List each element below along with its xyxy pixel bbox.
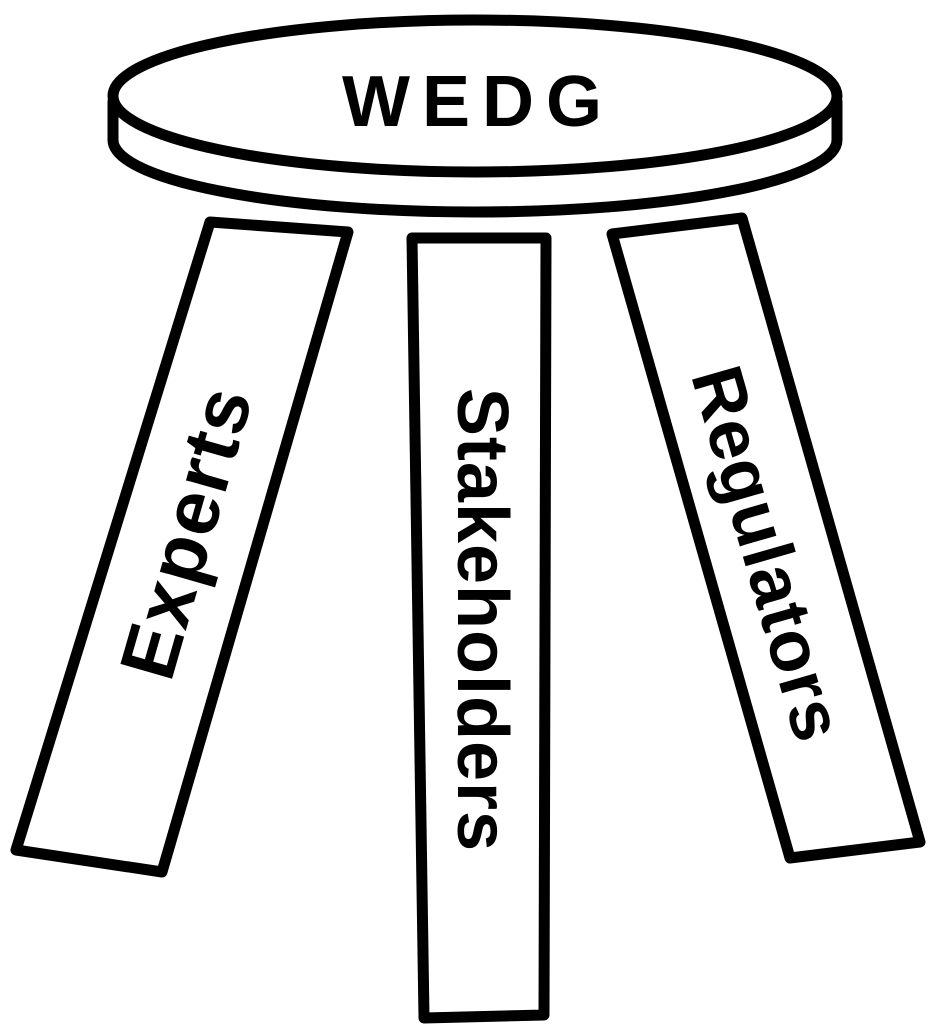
leg-label-stakeholders: Stakeholders xyxy=(442,388,522,852)
seat-label: WEDG xyxy=(342,62,614,142)
stool-seat: WEDG xyxy=(113,20,837,212)
stool-leg-regulators: Regulators xyxy=(612,218,920,858)
stool-leg-stakeholders: Stakeholders xyxy=(412,238,546,1018)
stool-leg-experts: Experts xyxy=(16,222,348,872)
